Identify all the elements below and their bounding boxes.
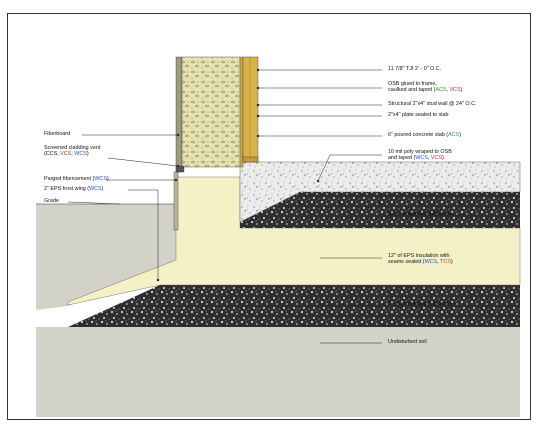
tag-tcs: TCS <box>440 259 451 266</box>
tag-wcs: WCS <box>74 151 87 158</box>
upper-stone-layer <box>240 192 520 228</box>
tag-wcs: WCS <box>415 155 428 162</box>
osb-sheathing <box>239 56 244 168</box>
label-osb: OSB glued to frame, caulked and taped (A… <box>388 81 463 94</box>
label-parged: Parged fibercement (WCS) <box>44 176 109 182</box>
bottom-plate <box>242 156 259 163</box>
tag-vcs: VCS <box>60 151 72 158</box>
grade-soil <box>36 204 176 310</box>
tag-ccs: CCS <box>45 151 58 158</box>
leader-lines-left <box>67 133 180 282</box>
wall-insulation <box>181 56 241 168</box>
label-plate: 2"x4" plate sealed to slab <box>388 112 449 118</box>
concrete-slab <box>239 161 521 223</box>
tag-vcs: VCS <box>449 87 461 94</box>
tag-wcs: WCS <box>89 186 102 192</box>
label-grade: Grade <box>44 198 59 204</box>
label-cladding-vent: Screened cladding vent (CCS, VCS, WCS) <box>44 145 101 158</box>
fiberboard-layer <box>175 56 183 173</box>
label-poly: 10 mil poly wraped to OSB and taped (WCS… <box>388 149 452 162</box>
lower-stone-wedge <box>68 285 160 327</box>
leader-lines-right <box>256 68 480 344</box>
label-eps-layer: 12" of EPS insulation with seams sealed … <box>388 253 453 266</box>
label-fiberboard: Fiberboard <box>44 131 71 137</box>
tag-acs: ACS <box>448 132 460 138</box>
lower-stone-layer <box>160 285 520 327</box>
label-slab: 6" poured concrete slab (ACS) <box>388 132 461 138</box>
label-stud-wall: Structural 2"x4" stud wall @ 24" O.C. <box>388 101 477 107</box>
tag-acs: ACS <box>435 87 447 94</box>
label-stone-upper: 8" of compacted #2B stone <box>388 211 453 217</box>
soil-layer <box>36 327 520 417</box>
cladding-vent <box>175 165 185 173</box>
tag-wcs: WCS <box>94 176 107 182</box>
label-soil: Undisturbed soil <box>388 339 427 345</box>
stud-wall <box>242 56 259 163</box>
label-tji: 11 7/8" TJI 2' - 0" O.C. <box>388 66 442 72</box>
tag-vcs: VCS <box>430 155 442 162</box>
label-stone-lower: 8" of compacted #2B stone <box>388 301 453 307</box>
tag-wcs: WCS <box>424 259 438 266</box>
label-frost-wing: 2" EPS frost wing (WCS) <box>44 186 104 192</box>
